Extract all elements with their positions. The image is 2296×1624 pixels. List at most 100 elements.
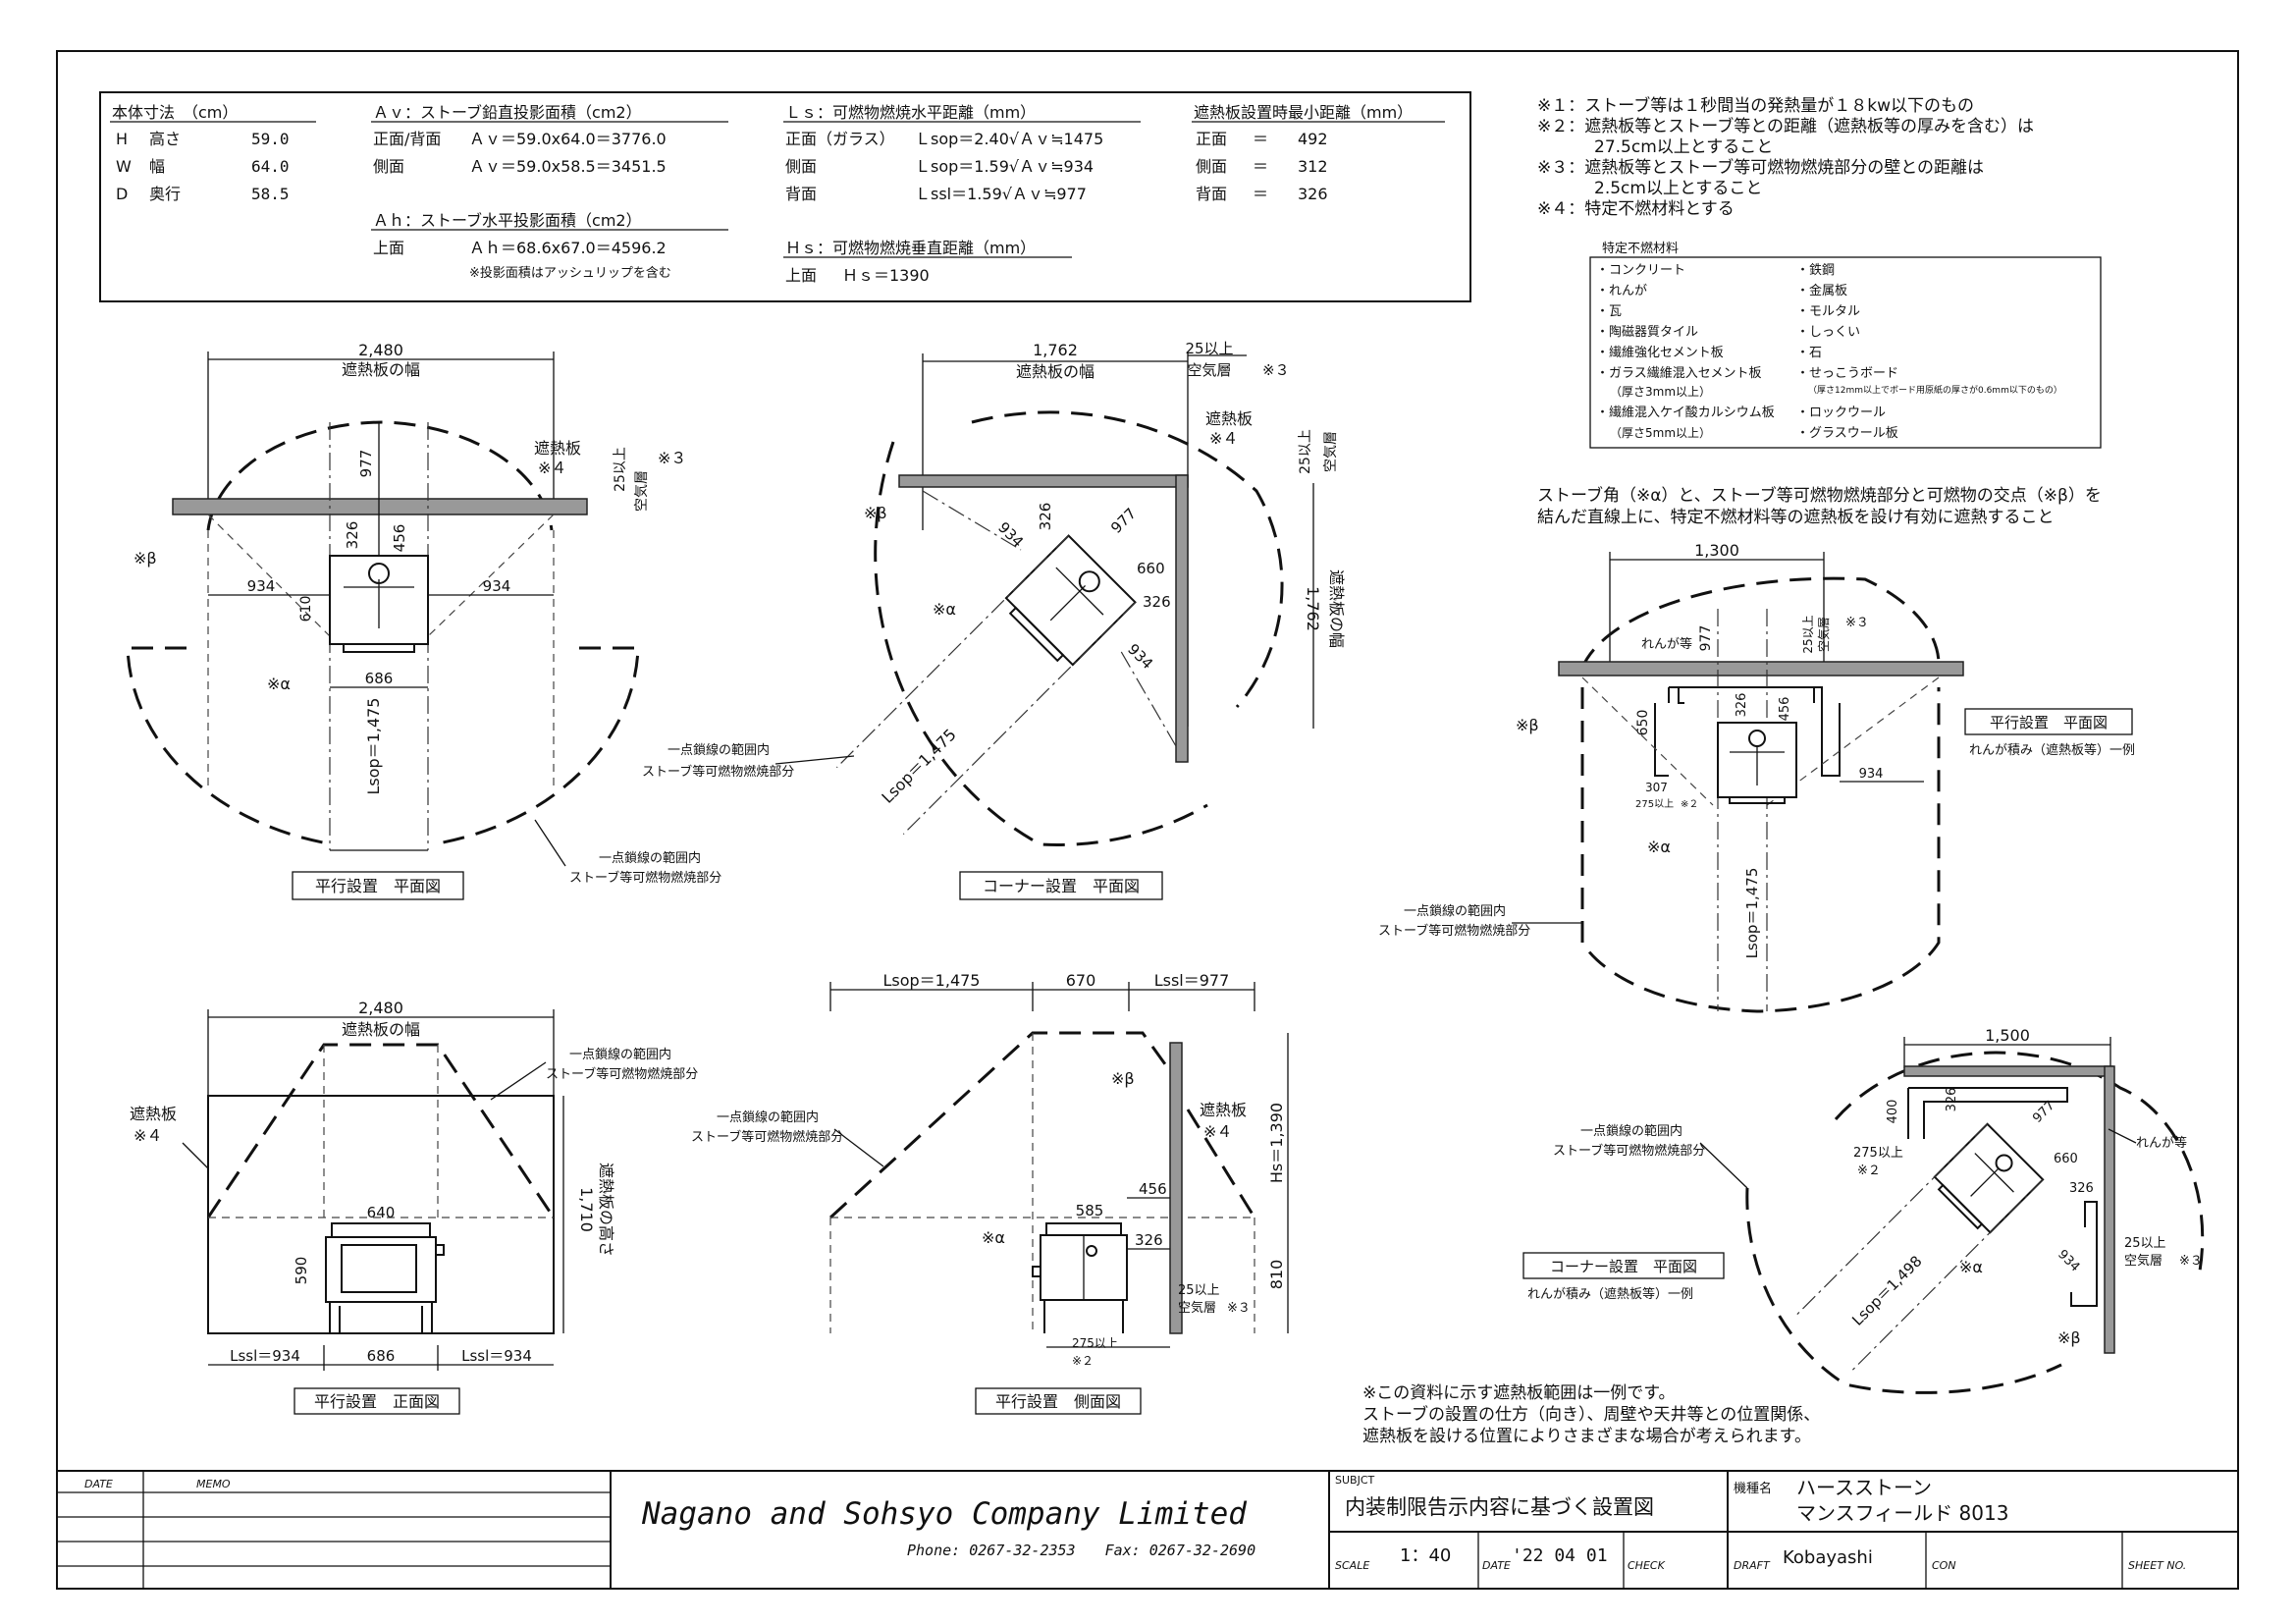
brick-parallel-plan-view: 1,300 れんが等 977 326 456 25以上 空気層 ※３ 650 9… — [1378, 541, 2135, 1013]
sv-note4: ※４ — [1203, 1122, 1232, 1141]
bp-brick-label: れんが等 — [1641, 636, 1692, 652]
instruction-line2: 結んだ直線上に、特定不燃材料等の遮熱板を設け有効に遮熱すること — [1537, 508, 2055, 527]
mat-l5: ・ガラス繊維混入セメント板 — [1596, 365, 1761, 381]
cp-width-label: 遮熱板の幅 — [1016, 362, 1095, 381]
pf-height-dim: 1,710 — [577, 1187, 596, 1232]
pp-width-dim: 2,480 — [358, 341, 403, 359]
pp-alpha: ※α — [267, 675, 291, 693]
pp-dim-977: 977 — [357, 450, 375, 478]
bc-dim-326a: 326 — [1945, 1088, 1959, 1112]
pp-over25: 25以上 — [613, 447, 628, 492]
cp-note4: ※４ — [1209, 429, 1238, 448]
ah-note: ※投影面積はアッシュリップを含む — [469, 265, 671, 281]
pf-dim-640: 640 — [367, 1204, 396, 1221]
pp-note4: ※４ — [538, 459, 566, 477]
ls-row2-name: 側面 — [785, 157, 817, 176]
min-row2-eq: ＝ — [1253, 157, 1268, 176]
tb-subject: 内装制限告示内容に基づく設置図 — [1345, 1495, 1654, 1519]
body-size-title: 本体寸法 （cm） — [112, 103, 238, 122]
pf-chain1: 一点鎖線の範囲内 — [569, 1047, 671, 1062]
av-title: Ａｖ：ストーブ鉛直投影面積（cm2） — [373, 103, 642, 122]
materials-box: 特定不燃材料 ・コンクリート ・れんが ・瓦 ・陶磁器質タイル ・繊維強化セメン… — [1589, 241, 2102, 449]
mat-r5: ・せっこうボード — [1796, 366, 1898, 381]
sv-dim-456: 456 — [1139, 1180, 1167, 1198]
cp-airgap-top: 空気層 — [1187, 361, 1231, 379]
tb-check-label: CHECK — [1628, 1559, 1666, 1572]
min-row3-eq: ＝ — [1253, 185, 1268, 203]
tb-date-label: DATE — [84, 1478, 113, 1490]
tb-date2-label: DATE — [1482, 1559, 1511, 1572]
pf-width-dim: 2,480 — [358, 999, 403, 1017]
bp-chain2: ストーブ等可燃物燃焼部分 — [1378, 923, 1530, 939]
bc-chain2: ストーブ等可燃物燃焼部分 — [1553, 1143, 1705, 1159]
min-row3-name: 背面 — [1196, 185, 1227, 203]
remark-line1: ※この資料に示す遮熱板範囲は一例です。 — [1362, 1383, 1676, 1403]
body-h-key: H — [116, 130, 128, 148]
cp-note3-top: ※３ — [1262, 361, 1290, 379]
sv-dim-lssl: Lssl＝977 — [1154, 971, 1230, 990]
min-row2-name: 側面 — [1196, 157, 1227, 176]
bc-over25: 25以上 — [2124, 1236, 2166, 1251]
pf-dim-686: 686 — [367, 1347, 396, 1365]
bp-alpha: ※α — [1647, 838, 1671, 856]
bc-brick-note: れんが積み（遮熱板等）一例 — [1527, 1286, 1693, 1302]
bc-dim-934: 934 — [2055, 1247, 2082, 1274]
bp-dim-934: 934 — [1859, 767, 1884, 782]
bp-chain1: 一点鎖線の範囲内 — [1404, 903, 1506, 919]
mat-r1: ・金属板 — [1796, 283, 1847, 298]
body-d-name: 奥行 — [149, 185, 181, 203]
remark-line2: ストーブの設置の仕方（向き）、周壁や天井等との位置関係、 — [1362, 1404, 1820, 1425]
bp-label: 平行設置 平面図 — [1990, 714, 2108, 731]
bc-dim-400: 400 — [1886, 1100, 1900, 1124]
mat-l2: ・瓦 — [1596, 304, 1622, 319]
hs-row1-value: Ｈｓ＝1390 — [842, 266, 930, 285]
tb-con-label: CON — [1932, 1559, 1956, 1572]
tb-model2: マンスフィールド 8013 — [1796, 1501, 2008, 1525]
sv-airgap: 空気層 — [1178, 1300, 1216, 1316]
sv-shield: 遮熱板 — [1200, 1101, 1247, 1119]
pp-chain2: ストーブ等可燃物燃焼部分 — [569, 870, 721, 886]
bp-dim-456: 456 — [1778, 697, 1792, 722]
pf-height-label: 遮熱板の高さ — [597, 1163, 615, 1257]
sv-dim-hs: Hs＝1,390 — [1267, 1103, 1286, 1183]
sv-dim-326: 326 — [1135, 1231, 1163, 1249]
pp-airgap: 空気層 — [634, 470, 650, 512]
bp-airgap: 空気層 — [1816, 617, 1831, 652]
sv-dim-670: 670 — [1066, 971, 1096, 990]
pp-dim-934-right: 934 — [483, 577, 511, 595]
bp-dim-977: 977 — [1698, 625, 1714, 652]
tb-draft: Kobayashi — [1783, 1547, 1873, 1568]
bc-note3: ※３ — [2179, 1254, 2203, 1269]
sv-dim-585: 585 — [1076, 1202, 1104, 1219]
bp-brick-note: れんが積み（遮熱板等）一例 — [1969, 742, 2135, 758]
bc-dim-326b: 326 — [2069, 1181, 2094, 1196]
min-row1-eq: ＝ — [1253, 130, 1268, 148]
ah-row1-name: 上面 — [373, 239, 404, 257]
pf-dim-lssl-left: Lssl＝934 — [230, 1347, 300, 1365]
pp-label: 平行設置 平面図 — [315, 877, 441, 895]
bp-beta: ※β — [1516, 716, 1539, 734]
pf-shield: 遮熱板 — [130, 1105, 177, 1123]
cp-chain1: 一点鎖線の範囲内 — [667, 742, 770, 758]
av-row2-name: 側面 — [373, 157, 404, 176]
hs-title: Ｈｓ：可燃物燃焼垂直距離（mm） — [785, 239, 1036, 257]
pf-dim-590: 590 — [293, 1257, 310, 1285]
tb-scale: 1：40 — [1400, 1545, 1451, 1566]
note-3: ※３：遮熱板等とストーブ等可燃物燃焼部分の壁との距離は — [1537, 157, 1984, 178]
av-row2-value: Ａｖ＝59.0x58.5＝3451.5 — [469, 157, 667, 176]
bc-dim-660: 660 — [2054, 1152, 2078, 1166]
bc-label: コーナー設置 平面図 — [1550, 1258, 1697, 1275]
tb-scale-label: SCALE — [1335, 1559, 1369, 1572]
pf-chain2: ストーブ等可燃物燃焼部分 — [546, 1066, 698, 1082]
mat-r3: ・しっくい — [1796, 325, 1860, 340]
body-w-name: 幅 — [149, 157, 165, 176]
min-title: 遮熱板設置時最小距離（mm） — [1194, 103, 1413, 122]
cp-beta: ※β — [864, 504, 887, 522]
title-block: DATE MEMO Nagano and Sohsyo Company Limi… — [57, 1470, 2238, 1589]
spec-table: 本体寸法 （cm） H 高さ 59.0 W 幅 64.0 D 奥行 58.5 Ａ… — [99, 91, 1471, 302]
mat-r4: ・石 — [1796, 346, 1822, 360]
bc-width-dim: 1,500 — [1985, 1026, 2030, 1045]
min-row1-name: 正面 — [1196, 130, 1227, 148]
note-3b: 2.5cm以上とすること — [1594, 179, 1762, 198]
pp-dim-456: 456 — [391, 524, 408, 553]
